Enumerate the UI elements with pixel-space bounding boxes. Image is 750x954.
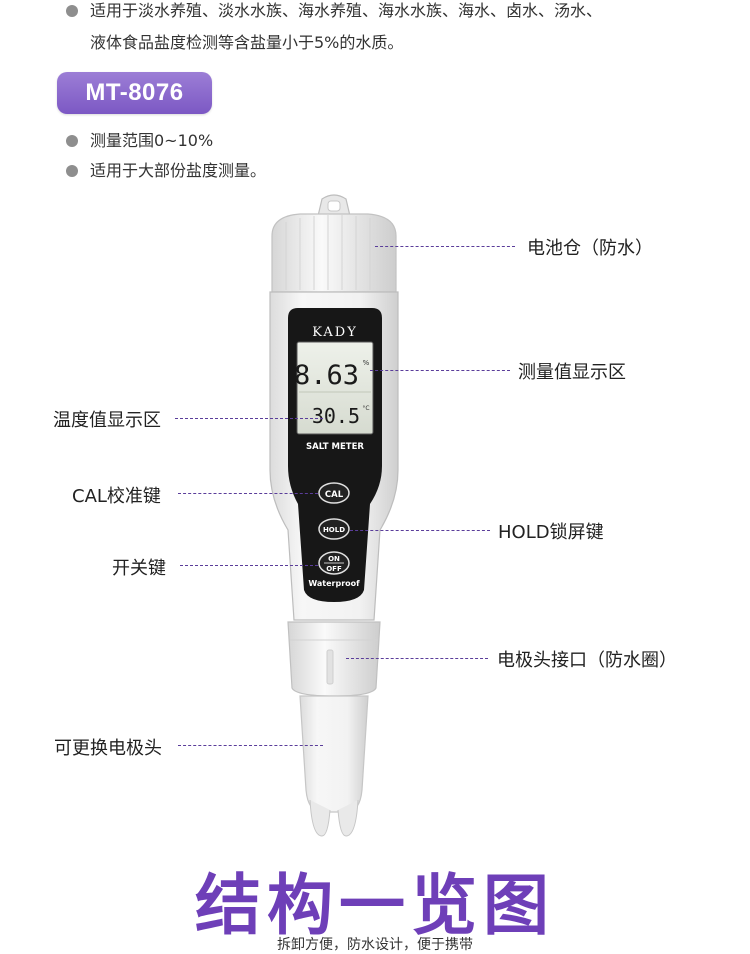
waterproof-label: Waterproof <box>308 579 360 588</box>
bullet-dot-icon <box>66 5 78 17</box>
feature-bullet-1: 测量范围0~10% <box>66 128 213 154</box>
callout-measure-display: 测量值显示区 <box>518 362 626 383</box>
feature-bullet-2: 适用于大部份盐度测量。 <box>66 158 266 184</box>
intro-line-2: 液体食品盐度检测等含盐量小于5%的水质。 <box>90 33 404 52</box>
svg-text:ON: ON <box>328 555 340 563</box>
electrode-connector <box>287 621 381 697</box>
temp-unit: °C <box>362 405 369 412</box>
leader-electrode <box>178 745 323 746</box>
svg-text:HOLD: HOLD <box>323 526 345 534</box>
leader-temp <box>175 418 323 419</box>
svg-text:OFF: OFF <box>326 565 342 573</box>
leader-electrode-port <box>346 658 488 659</box>
leader-measure <box>370 370 510 371</box>
intro-bullet: 适用于淡水养殖、淡水水族、海水养殖、海水水族、海水、卤水、汤水、 <box>66 0 602 24</box>
main-unit: % <box>363 359 370 367</box>
hold-button[interactable]: HOLD <box>318 518 350 540</box>
panel-label: SALT METER <box>306 442 364 452</box>
leader-power <box>180 565 318 566</box>
temp-reading: 30.5 <box>312 404 360 428</box>
battery-cap <box>271 213 397 293</box>
electrode-probe <box>299 695 369 813</box>
callout-cal-key: CAL校准键 <box>72 486 161 507</box>
callout-electrode: 可更换电极头 <box>54 738 162 759</box>
leader-hold <box>350 530 490 531</box>
callout-battery: 电池仓（防水） <box>527 238 653 259</box>
bullet-dot-icon <box>66 135 78 147</box>
leader-battery <box>375 246 515 247</box>
brand-logo: KADY <box>312 325 358 340</box>
callout-hold-key: HOLD锁屏键 <box>498 522 604 543</box>
leader-cal <box>178 493 318 494</box>
feature-text-2: 适用于大部份盐度测量。 <box>90 161 267 180</box>
callout-electrode-port: 电极头接口（防水圈） <box>497 650 677 671</box>
cal-button[interactable]: CAL <box>318 482 350 504</box>
feature-text-1: 测量范围0~10% <box>90 131 214 150</box>
structure-title: 结构一览图 <box>195 867 555 944</box>
callout-power-key: 开关键 <box>112 558 166 579</box>
main-reading: 8.63 <box>294 360 359 391</box>
svg-text:CAL: CAL <box>325 490 344 500</box>
lcd-screen <box>296 341 374 435</box>
callout-temp-display: 温度值显示区 <box>53 410 161 431</box>
power-button[interactable]: ON OFF <box>318 551 350 575</box>
model-badge: MT-8076 <box>57 72 212 114</box>
structure-subtitle: 拆卸方便，防水设计，便于携带 <box>277 937 473 953</box>
bullet-dot-icon <box>66 165 78 177</box>
intro-line-1: 适用于淡水养殖、淡水水族、海水养殖、海水水族、海水、卤水、汤水、 <box>90 1 603 20</box>
